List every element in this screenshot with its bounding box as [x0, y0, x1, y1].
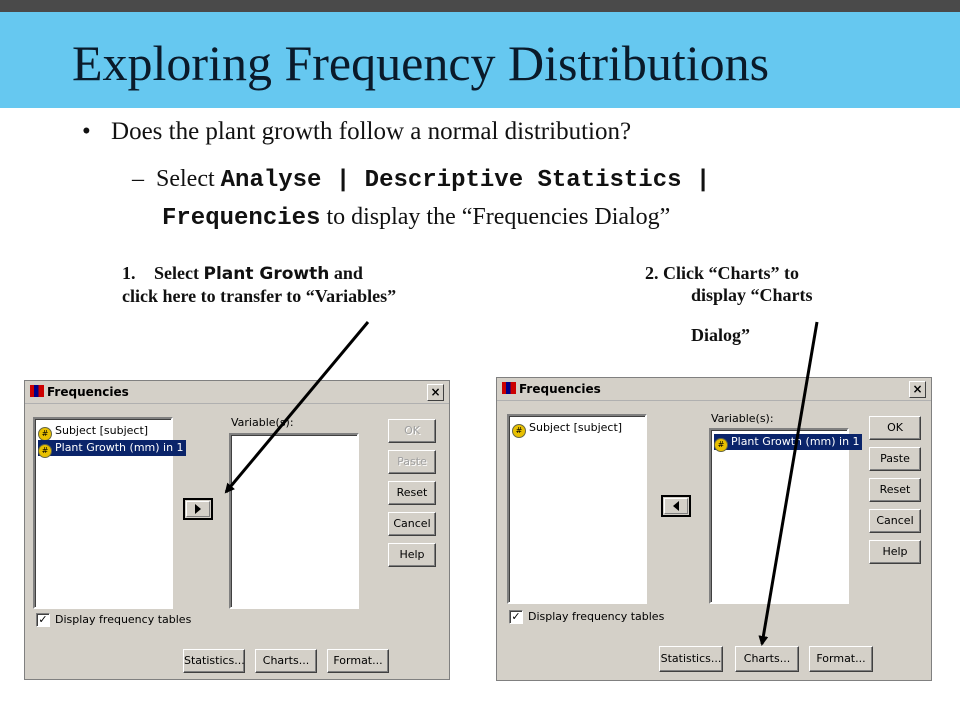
display-frequency-checkbox[interactable]: ✓ [36, 613, 50, 627]
variables-label: Variable(s): [711, 412, 774, 425]
source-variable-list[interactable]: #Subject [subject] #Plant Growth (mm) in… [33, 417, 186, 609]
note-2-line3: Dialog” [691, 325, 751, 345]
sub-bullet-tail: to display the “Frequencies Dialog” [320, 204, 671, 230]
spss-app-icon [30, 385, 44, 397]
arrow-to-charts-button [758, 321, 819, 646]
menu-path-1: Analyse | Descriptive Statistics | [220, 167, 711, 194]
bullet-1: • Does the plant growth follow a normal … [82, 118, 631, 146]
checkbox-label: Display frequency tables [528, 610, 665, 623]
checkbox-label: Display frequency tables [55, 613, 192, 626]
note-1: 1. Select Plant Growth and click here to… [122, 262, 396, 307]
paste-button[interactable]: Paste [388, 450, 436, 474]
variables-target-list[interactable]: #Plant Growth (mm) in 1 [709, 428, 862, 604]
note-2: 2. Click “Charts” to display “Charts Dia… [645, 262, 813, 346]
close-icon[interactable]: × [427, 384, 444, 401]
note-1-line2: click here to transfer to “Variables” [122, 286, 397, 306]
cancel-button[interactable]: Cancel [869, 509, 921, 533]
variable-diamond-icon: # [512, 424, 526, 438]
list-item[interactable]: #Subject [subject] [512, 420, 624, 438]
triangle-right-icon [195, 504, 201, 514]
sub-bullet-select: Select [156, 166, 221, 192]
help-button[interactable]: Help [388, 543, 436, 567]
note-1-and: and [329, 263, 363, 283]
ok-button[interactable]: OK [869, 416, 921, 440]
arrow-to-transfer-button [224, 321, 370, 494]
close-icon[interactable]: × [909, 381, 926, 398]
spss-app-icon [502, 382, 516, 394]
dialog-title: Frequencies [519, 382, 601, 396]
variable-diamond-icon: # [38, 427, 52, 441]
triangle-left-icon [673, 501, 679, 511]
dialog-titlebar: Frequencies × [497, 378, 931, 401]
top-strip [0, 0, 960, 12]
statistics-button[interactable]: Statistics... [183, 649, 245, 673]
sub-bullet: – Select Analyse | Descriptive Statistic… [132, 166, 710, 194]
statistics-button[interactable]: Statistics... [659, 646, 723, 672]
list-item-selected[interactable]: #Plant Growth (mm) in 1 [38, 440, 186, 458]
source-variable-list[interactable]: #Subject [subject] [507, 414, 647, 604]
help-button[interactable]: Help [869, 540, 921, 564]
ok-button[interactable]: OK [388, 419, 436, 443]
format-button[interactable]: Format... [327, 649, 389, 673]
frequencies-dialog-right: Frequencies × #Subject [subject] Variabl… [496, 377, 932, 681]
note-2-line1: 2. Click “Charts” to [645, 263, 799, 283]
charts-button[interactable]: Charts... [255, 649, 317, 673]
slide-title: Exploring Frequency Distributions [72, 35, 770, 91]
title-banner: Exploring Frequency Distributions [0, 12, 960, 108]
note-2-line2: display “Charts [691, 285, 813, 305]
paste-button[interactable]: Paste [869, 447, 921, 471]
bullet-dot: • [82, 118, 91, 145]
dialog-title: Frequencies [47, 385, 129, 399]
transfer-left-button[interactable] [661, 495, 691, 517]
format-button[interactable]: Format... [809, 646, 873, 672]
note-1-num: 1. [122, 263, 136, 283]
menu-path-2: Frequencies [162, 205, 321, 232]
sub-bullet-line2: Frequencies to display the “Frequencies … [162, 204, 670, 232]
variable-diamond-icon: # [714, 438, 728, 452]
dialog-titlebar: Frequencies × [25, 381, 449, 404]
sub-bullet-dash: – [132, 166, 144, 192]
variable-diamond-icon: # [38, 444, 52, 458]
reset-button[interactable]: Reset [388, 481, 436, 505]
transfer-right-button[interactable] [183, 498, 213, 520]
variables-label: Variable(s): [231, 416, 294, 429]
list-item[interactable]: #Subject [subject] [38, 423, 150, 441]
reset-button[interactable]: Reset [869, 478, 921, 502]
bullet-1-text: Does the plant growth follow a normal di… [111, 118, 632, 145]
cancel-button[interactable]: Cancel [388, 512, 436, 536]
note-1-select: Select [154, 263, 204, 283]
note-1-variable: Plant Growth [203, 264, 330, 284]
charts-button[interactable]: Charts... [735, 646, 799, 672]
display-frequency-checkbox[interactable]: ✓ [509, 610, 523, 624]
frequencies-dialog-left: Frequencies × #Subject [subject] #Plant … [24, 380, 450, 680]
